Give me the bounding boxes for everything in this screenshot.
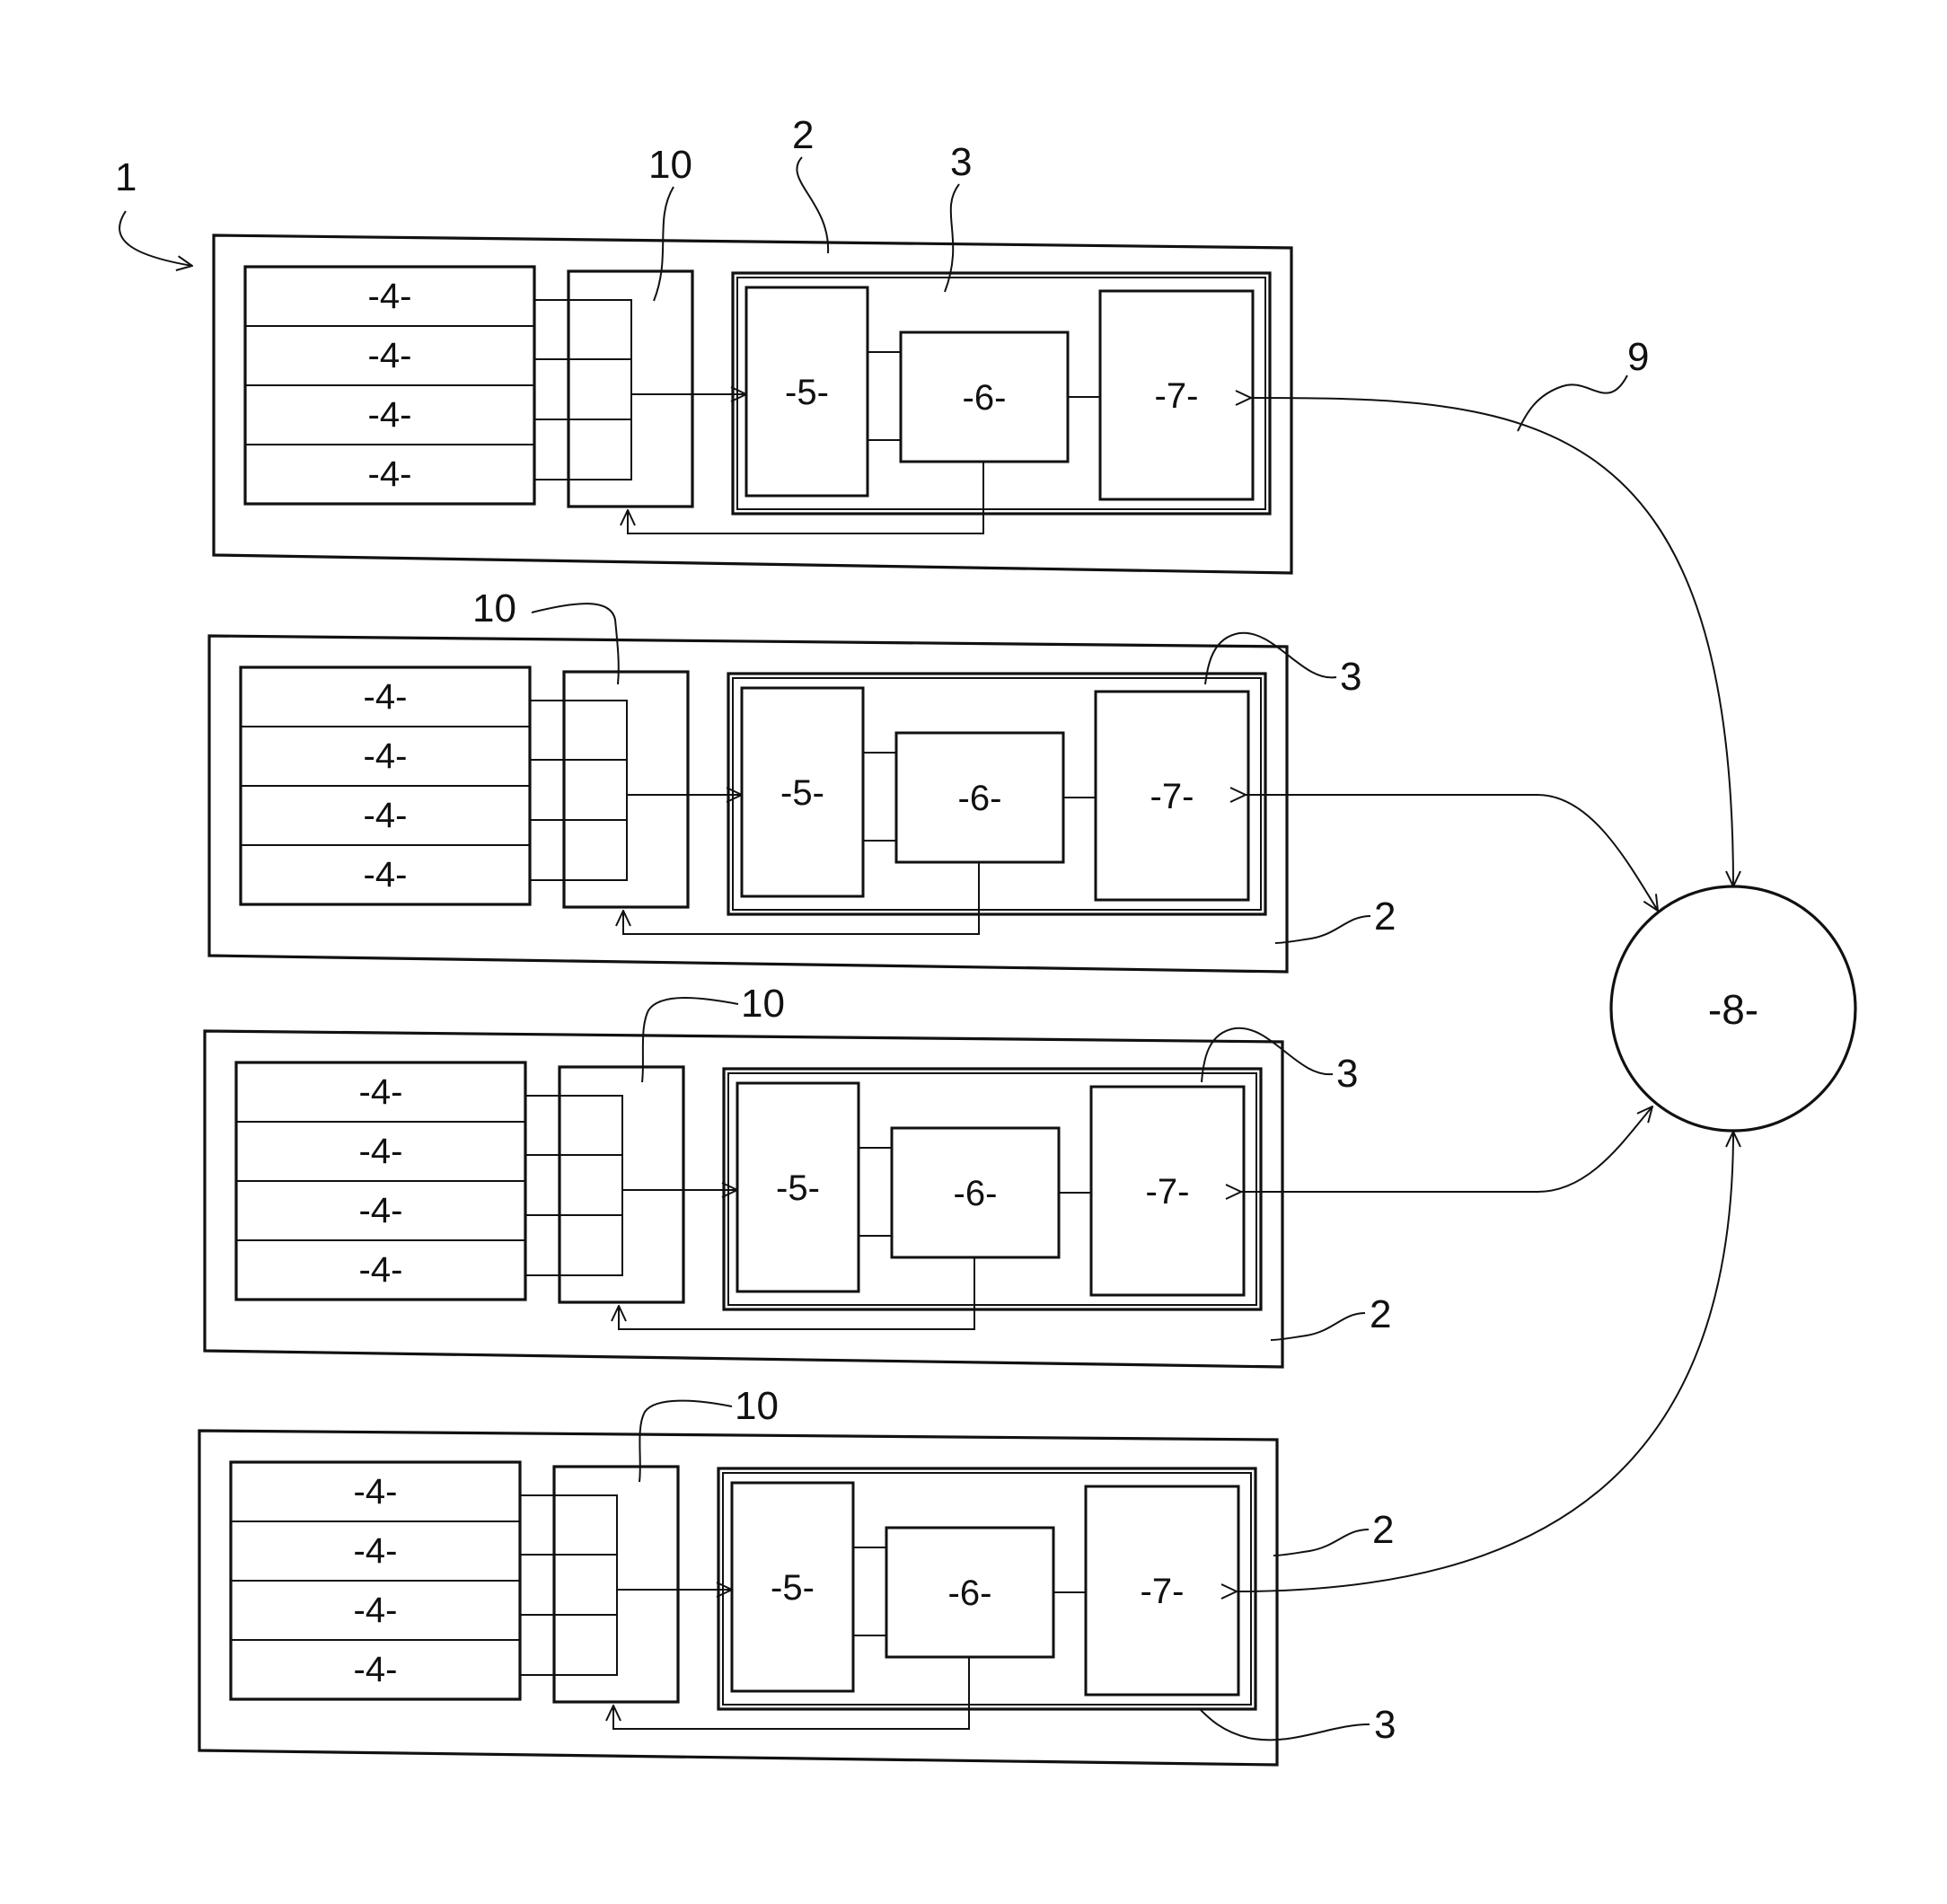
sensor-label: -4- (359, 1191, 403, 1230)
ref-unit-4-leader (1273, 1529, 1369, 1556)
link-4 (1237, 1132, 1733, 1591)
unit-4: -4- -4- -4- -4- -5- -6- -7- (199, 1431, 1277, 1765)
ref-unit-2-leader (1275, 916, 1370, 943)
link-2 (1246, 795, 1658, 911)
ref-module-2-leader (1205, 633, 1336, 684)
block-7-label: -7- (1155, 376, 1199, 416)
block-6-label: -6- (948, 1573, 992, 1613)
block-5-label: -5- (771, 1568, 815, 1608)
ref-module-2: 3 (1340, 655, 1361, 699)
block-6-label: -6- (963, 378, 1007, 418)
sensor-label: -4- (359, 1250, 403, 1290)
ref-selector-4: 10 (735, 1384, 779, 1428)
unit-1: -4- -4- -4- -4- -5- -6- -7- (214, 235, 1291, 573)
sensor-label: -4- (364, 796, 408, 835)
ref-selector-2: 10 (472, 586, 516, 630)
ref-system: 1 (115, 155, 137, 199)
ref-link-leader (1518, 375, 1627, 431)
sensor-label: -4- (359, 1072, 403, 1112)
block-5-label: -5- (780, 773, 824, 813)
block-7-label: -7- (1146, 1172, 1190, 1212)
hub-label: -8- (1708, 986, 1758, 1033)
sensor-label: -4- (354, 1650, 398, 1689)
block-6-label: -6- (958, 779, 1002, 818)
link-3 (1241, 1106, 1652, 1192)
ref-selector-1-leader (654, 187, 674, 301)
block-7-label: -7- (1150, 777, 1194, 816)
sensor-label: -4- (354, 1472, 398, 1512)
selector-grid (559, 1096, 622, 1275)
sensor-label: -4- (364, 677, 408, 717)
sensor-label: -4- (364, 855, 408, 895)
references: 1 9 2 3 10 10 3 2 10 3 2 10 2 3 (115, 113, 1649, 1747)
ref-module-1-leader (945, 184, 959, 292)
block-5-label: -5- (785, 373, 829, 412)
ref-unit-1: 2 (792, 113, 814, 157)
selector-grid (568, 300, 631, 480)
sensor-label: -4- (368, 454, 412, 494)
ref-module-3: 3 (1336, 1052, 1358, 1096)
sensor-label: -4- (368, 395, 412, 435)
block-7-label: -7- (1141, 1572, 1185, 1611)
sensor-label: -4- (354, 1591, 398, 1630)
link-1 (1251, 398, 1733, 886)
ref-module-4: 3 (1374, 1703, 1396, 1747)
sensor-label: -4- (364, 736, 408, 776)
sensor-label: -4- (368, 277, 412, 316)
ref-unit-2: 2 (1374, 895, 1396, 939)
ref-unit-1-leader (797, 157, 828, 253)
sensor-label: -4- (359, 1132, 403, 1171)
block-5-label: -5- (776, 1168, 820, 1208)
ref-unit-3-leader (1271, 1313, 1365, 1340)
unit-2: -4- -4- -4- -4- -5- -6- -7- (209, 636, 1287, 972)
sensor-label: -4- (368, 336, 412, 375)
ref-module-4-leader (1199, 1708, 1370, 1740)
links (1237, 398, 1733, 1591)
hub-node: -8- (1611, 886, 1855, 1131)
ref-unit-3: 2 (1370, 1292, 1391, 1336)
ref-selector-1: 10 (648, 143, 692, 187)
ref-system-leader (119, 211, 192, 266)
block-6-label: -6- (954, 1174, 998, 1213)
ref-module-1: 3 (950, 140, 972, 184)
selector-grid (554, 1495, 617, 1675)
ref-selector-3: 10 (741, 982, 785, 1026)
unit-3: -4- -4- -4- -4- -5- -6- -7- (205, 1031, 1282, 1367)
ref-link: 9 (1627, 335, 1649, 379)
selector-grid (564, 701, 627, 880)
sensor-label: -4- (354, 1531, 398, 1571)
ref-unit-4: 2 (1372, 1508, 1394, 1552)
